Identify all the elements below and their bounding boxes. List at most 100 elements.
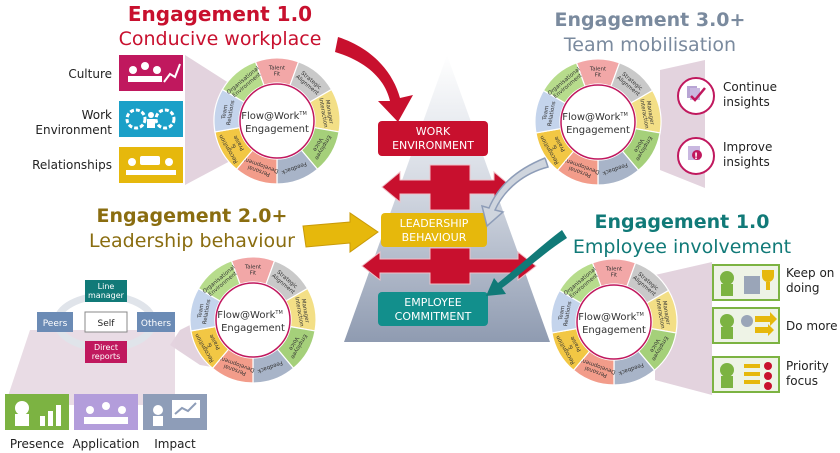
- svg-text:Engagement 1.0: Engagement 1.0: [595, 211, 770, 233]
- peers-box: [37, 312, 73, 332]
- svg-text:Leadership behaviour: Leadership behaviour: [89, 230, 295, 252]
- svg-text:insights: insights: [723, 95, 770, 109]
- wheel-segment-label: TeamRelations: [557, 300, 573, 327]
- employee-commitment-box: [378, 292, 488, 326]
- svg-text:focus: focus: [786, 374, 818, 388]
- culture-icon: [119, 55, 183, 91]
- wheel-segment: [197, 260, 241, 302]
- application-icon: [74, 394, 138, 430]
- wheel-segment: [542, 62, 586, 104]
- e2-item-impact: Impact: [143, 394, 207, 451]
- wheel-center-subtitle: Engagement: [245, 124, 309, 135]
- svg-text:Line: Line: [98, 282, 115, 291]
- e4-item-keep-on-doing: Keep on doing: [712, 264, 834, 301]
- e2-item-presence: Presence: [5, 394, 69, 451]
- e3-item-continue: Continue insights: [677, 77, 777, 115]
- feedback-360: Line manager Peers Self Others Direct re…: [37, 280, 175, 363]
- arrow-e3-to-leadership: [480, 157, 549, 228]
- e1-heading: Engagement 1.0 Conducive workplace: [119, 2, 322, 50]
- svg-text:!: !: [694, 152, 698, 162]
- arrow-e4-to-commitment: [486, 230, 567, 296]
- e1-item-culture: Culture: [68, 55, 183, 91]
- arrow-e2-to-leadership: [302, 212, 379, 253]
- wheel-segment-label: ManagerInteraction: [317, 97, 334, 129]
- wheel-segment: [221, 61, 265, 103]
- svg-text:manager: manager: [88, 291, 125, 300]
- wheel-center-title: Flow@WorkTM: [562, 112, 628, 123]
- svg-text:insights: insights: [723, 155, 770, 169]
- wheel-center-subtitle: Engagement: [566, 125, 630, 136]
- e1-projection: [185, 55, 232, 185]
- wheel-hub: [239, 83, 315, 159]
- e1-item-work-environment: Work Environment: [35, 101, 183, 137]
- wheel-center-title: Flow@WorkTM: [217, 310, 283, 321]
- svg-text:Self: Self: [98, 319, 116, 329]
- wheel-hub: [560, 84, 636, 160]
- wheel-hub: [215, 282, 291, 358]
- svg-text:Environment: Environment: [35, 123, 112, 137]
- e2-heading: Engagement 2.0+ Leadership behaviour: [89, 205, 295, 252]
- svg-text:Continue: Continue: [723, 80, 777, 94]
- svg-text:Team mobilisation: Team mobilisation: [563, 34, 736, 56]
- svg-text:Keep on: Keep on: [786, 266, 834, 280]
- svg-text:Relationships: Relationships: [32, 158, 112, 172]
- svg-text:Engagement 3.0+: Engagement 3.0+: [555, 9, 746, 31]
- e2-item-application: Application: [72, 394, 140, 451]
- work-environment-box: [378, 121, 488, 156]
- wheel-segment-label: TeamRelations: [220, 99, 236, 126]
- e1-item-relationships: Relationships: [32, 147, 183, 183]
- wheel-hub: [576, 284, 652, 360]
- svg-text:Work: Work: [82, 108, 112, 122]
- wheel-center-subtitle: Engagement: [221, 323, 285, 334]
- wheel-center-title: Flow@WorkTM: [578, 312, 644, 323]
- e4-heading: Engagement 1.0 Employee involvement: [573, 211, 791, 258]
- svg-text:Do more: Do more: [786, 319, 837, 333]
- svg-text:Conducive workplace: Conducive workplace: [119, 28, 322, 50]
- svg-text:Application: Application: [72, 437, 139, 451]
- svg-text:Peers: Peers: [43, 319, 68, 329]
- e4-item-priority-focus: Priority focus: [712, 356, 829, 393]
- svg-text:Others: Others: [141, 319, 172, 329]
- wheel-segment-label: ManagerInteraction: [654, 298, 671, 330]
- svg-text:Impact: Impact: [154, 437, 196, 451]
- wheel-segment-label: TeamRelations: [196, 298, 212, 325]
- svg-text:Improve: Improve: [723, 140, 772, 154]
- line-manager-box: [85, 280, 127, 302]
- others-box: [137, 312, 175, 332]
- svg-text:doing: doing: [786, 281, 820, 295]
- feedback-projection: [5, 330, 175, 405]
- leadership-behaviour-box: [381, 213, 487, 247]
- svg-text:Culture: Culture: [68, 67, 112, 81]
- e4-item-do-more: Do more: [712, 307, 837, 344]
- arrow-e1-to-work-environment: [335, 37, 413, 122]
- direct-reports-box: [85, 341, 127, 363]
- wheel-segment-label: ManagerInteraction: [293, 296, 310, 328]
- self-box: [84, 311, 128, 333]
- wheel-segment: [558, 262, 602, 304]
- svg-text:Priority: Priority: [786, 359, 829, 373]
- svg-text:Engagement 1.0: Engagement 1.0: [128, 2, 312, 26]
- svg-text:Presence: Presence: [10, 437, 64, 451]
- wheel-segment-label: TeamRelations: [541, 100, 557, 127]
- svg-text:Employee involvement: Employee involvement: [573, 236, 791, 258]
- wheel-center-title: Flow@WorkTM: [241, 111, 307, 122]
- e3-heading: Engagement 3.0+ Team mobilisation: [555, 9, 746, 56]
- wheel-center-subtitle: Engagement: [582, 325, 646, 336]
- svg-text:reports: reports: [92, 352, 121, 361]
- svg-text:Direct: Direct: [94, 343, 118, 352]
- wheel-segment-label: ManagerInteraction: [638, 98, 655, 130]
- svg-text:Engagement 2.0+: Engagement 2.0+: [97, 205, 288, 227]
